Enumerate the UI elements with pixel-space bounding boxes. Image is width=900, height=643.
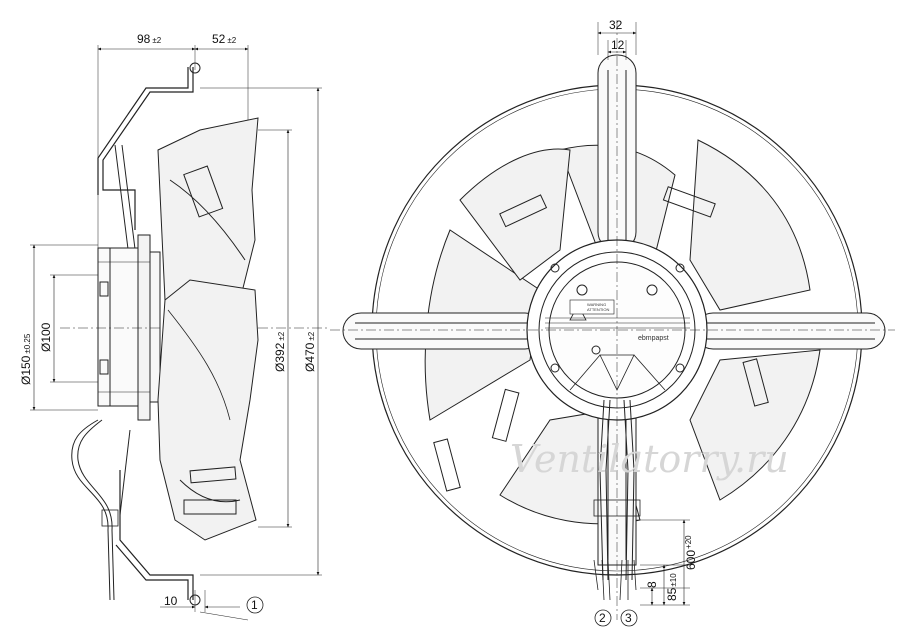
dim-bracket-width: 32 [609,18,623,32]
dim-impeller-diameter: Ø392±2 [273,331,287,372]
dim-strip-length: 8 [645,581,659,588]
svg-text:WARNING: WARNING [587,302,606,307]
dim-hub-diameter: Ø150±0.25 [19,333,33,385]
callout-2: 2 [599,611,606,625]
watermark: Ventilatorry.ru [510,437,789,481]
dim-cable-length: 600+20 [684,535,698,570]
dim-lead-length: 85±10 [665,573,679,601]
dim-depth-front: 52±2 [212,32,237,46]
callout-1: 1 [251,598,258,612]
dim-guard-diameter: Ø470±2 [303,331,317,372]
hub-warning-label: WARNING ATTENTION [569,299,615,315]
side-view [30,45,330,621]
dim-depth-total: 98±2 [137,32,162,46]
svg-text:ATTENTION: ATTENTION [587,307,609,312]
dim-bolt-circle: Ø100 [39,322,53,352]
dim-bracket-inner: 12 [611,38,625,52]
brand-logo: ebmpapst [638,335,669,342]
dim-offset: 10 [164,594,178,608]
front-view [330,20,895,627]
callout-3: 3 [625,611,632,625]
